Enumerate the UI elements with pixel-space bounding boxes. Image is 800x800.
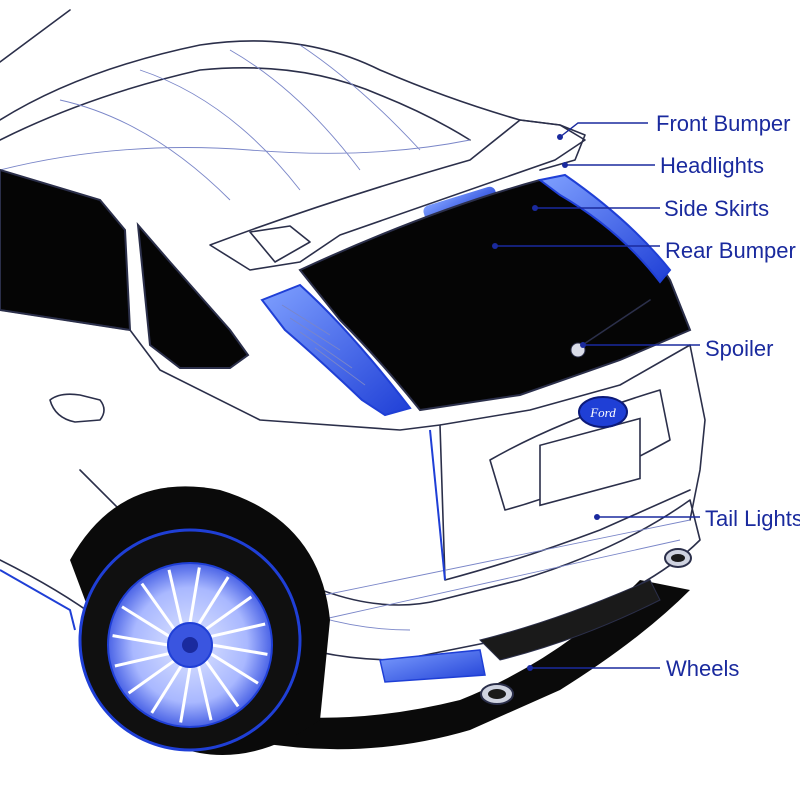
car-body: Ford	[0, 9, 706, 705]
wheel-spoke	[188, 567, 201, 624]
label-wheels: Wheels	[666, 656, 739, 681]
label-headlights: Headlights	[660, 153, 764, 178]
wheel-spoke	[209, 622, 266, 639]
wheel-spoke	[204, 659, 240, 708]
wheel-spoke	[114, 651, 171, 668]
callout-headlights: Headlights	[562, 153, 764, 178]
wheel-spoke	[209, 652, 259, 685]
callout-wheels: Wheels	[527, 656, 739, 681]
wheel-spoke	[197, 576, 230, 626]
badge-text: Ford	[589, 405, 616, 420]
callout-tail-lights: Tail Lights	[594, 506, 800, 531]
label-tail-lights: Tail Lights	[705, 506, 800, 531]
wheel-spoke	[112, 634, 169, 647]
wheel-spoke	[150, 664, 183, 714]
callout-rear-bumper: Rear Bumper	[492, 238, 796, 263]
callout-front-bumper: Front Bumper	[557, 111, 791, 140]
wheel-spoke	[127, 659, 176, 695]
callouts: Front Bumper Headlights Side Skirts Rear…	[492, 111, 800, 681]
wheel-spoke	[211, 643, 268, 656]
label-side-skirts: Side Skirts	[664, 196, 769, 221]
wheel-spoke	[121, 605, 171, 638]
label-spoiler: Spoiler	[705, 336, 773, 361]
callout-spoiler: Spoiler	[580, 336, 773, 361]
callout-side-skirts: Side Skirts	[532, 196, 769, 221]
wheel-spoke	[140, 582, 176, 631]
badge-icon	[578, 396, 628, 428]
label-front-bumper: Front Bumper	[656, 111, 791, 136]
wheel-spoke	[167, 569, 184, 626]
wheel-spoke	[204, 595, 253, 631]
wheel-spoke	[196, 664, 213, 721]
label-rear-bumper: Rear Bumper	[665, 238, 796, 263]
wheel-spoke	[179, 666, 192, 723]
rear-wheel	[70, 486, 330, 755]
